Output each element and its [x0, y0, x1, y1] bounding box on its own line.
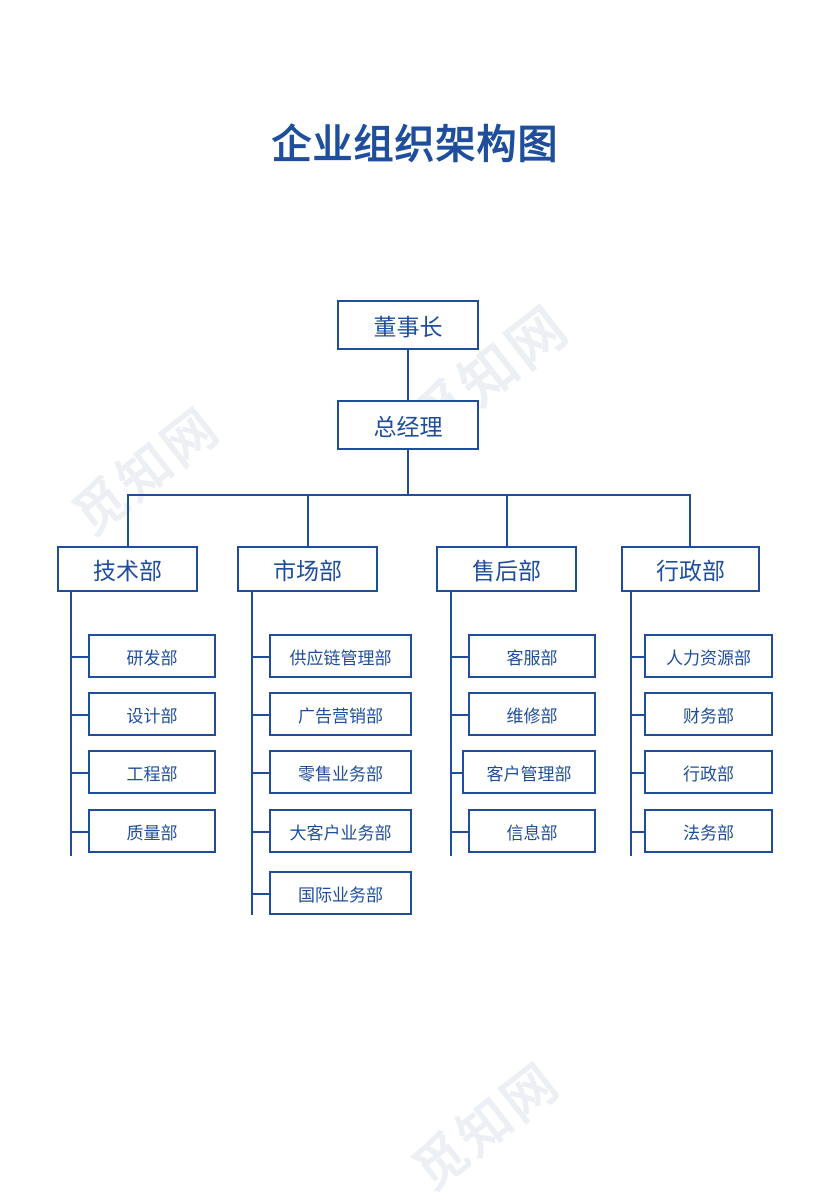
connector-admin-stub: [630, 714, 644, 716]
connector-admin-spine: [630, 592, 632, 856]
node-tech-child[interactable]: 工程部: [88, 750, 216, 794]
connector-market-stub: [251, 656, 269, 658]
connector-aftersales-stub: [450, 831, 468, 833]
node-market-child[interactable]: 广告营销部: [269, 692, 412, 736]
node-department-market[interactable]: 市场部: [237, 546, 378, 592]
node-market-child[interactable]: 零售业务部: [269, 750, 412, 794]
node-label: 工程部: [126, 764, 178, 785]
node-aftersales-child[interactable]: 客户管理部: [462, 750, 596, 794]
connector-tech-stub: [70, 714, 88, 716]
connector-aftersales-stub: [450, 656, 468, 658]
connector-market-stub: [251, 772, 269, 774]
node-label: 售后部: [472, 559, 541, 585]
node-aftersales-child[interactable]: 维修部: [468, 692, 596, 736]
node-department-admin[interactable]: 行政部: [621, 546, 760, 592]
node-label: 技术部: [93, 559, 162, 585]
node-department-aftersales[interactable]: 售后部: [436, 546, 577, 592]
node-market-child[interactable]: 国际业务部: [269, 871, 412, 915]
node-market-child[interactable]: 供应链管理部: [269, 634, 412, 678]
connector-market-stub: [251, 714, 269, 716]
node-label: 设计部: [126, 706, 178, 727]
connector-tech-spine: [70, 592, 72, 856]
node-label: 法务部: [683, 823, 734, 844]
connector-bus-to-aftersales: [506, 494, 508, 546]
node-admin-child[interactable]: 法务部: [644, 809, 773, 853]
node-label: 市场部: [273, 559, 342, 585]
node-label: 国际业务部: [298, 885, 383, 906]
node-admin-child[interactable]: 人力资源部: [644, 634, 773, 678]
node-department-tech[interactable]: 技术部: [57, 546, 198, 592]
connector-aftersales-stub: [450, 772, 468, 774]
connector-tech-stub: [70, 772, 88, 774]
node-label: 质量部: [126, 823, 178, 844]
node-general-manager[interactable]: 总经理: [337, 400, 479, 450]
node-label: 广告营销部: [298, 706, 383, 727]
node-label: 人力资源部: [666, 648, 751, 669]
node-label: 客服部: [506, 648, 558, 669]
connector-bus-to-market: [307, 494, 309, 546]
connector-aftersales-spine: [450, 592, 452, 856]
node-label: 供应链管理部: [289, 648, 392, 669]
connector-market-stub: [251, 831, 269, 833]
connector-tech-stub: [70, 831, 88, 833]
node-tech-child[interactable]: 设计部: [88, 692, 216, 736]
watermark: 觅知网: [403, 1052, 572, 1202]
connector-department-bus: [127, 494, 691, 496]
org-chart-page: 觅知网 觅知网 觅知网 企业组织架构图 董事长 总经理 技术部 市场部 售后部 …: [57, 122, 773, 1202]
node-label: 大客户业务部: [289, 823, 392, 844]
node-chairman[interactable]: 董事长: [337, 300, 479, 350]
node-label: 客户管理部: [486, 764, 572, 785]
connector-admin-stub: [630, 772, 644, 774]
node-label: 行政部: [683, 764, 734, 785]
node-admin-child[interactable]: 行政部: [644, 750, 773, 794]
node-tech-child[interactable]: 研发部: [88, 634, 216, 678]
node-aftersales-child[interactable]: 信息部: [468, 809, 596, 853]
connector-market-stub: [251, 893, 269, 895]
node-admin-child[interactable]: 财务部: [644, 692, 773, 736]
watermark: 觅知网: [63, 397, 232, 547]
connector-chairman-to-gm: [407, 350, 409, 400]
node-label: 研发部: [126, 648, 178, 669]
connector-market-spine: [251, 592, 253, 915]
connector-aftersales-stub: [450, 714, 468, 716]
node-label: 总经理: [373, 415, 443, 441]
node-label: 董事长: [373, 315, 443, 341]
node-tech-child[interactable]: 质量部: [88, 809, 216, 853]
connector-tech-stub: [70, 656, 88, 658]
connector-admin-stub: [630, 831, 644, 833]
connector-gm-to-bus: [407, 450, 409, 496]
node-label: 行政部: [656, 559, 725, 585]
connector-bus-to-admin: [689, 494, 691, 546]
node-label: 维修部: [506, 706, 558, 727]
node-label: 财务部: [683, 706, 734, 727]
page-title: 企业组织架构图: [271, 122, 559, 168]
node-market-child[interactable]: 大客户业务部: [269, 809, 412, 853]
connector-admin-stub: [630, 656, 644, 658]
node-aftersales-child[interactable]: 客服部: [468, 634, 596, 678]
connector-bus-to-tech: [127, 494, 129, 546]
node-label: 信息部: [506, 823, 558, 844]
node-label: 零售业务部: [298, 764, 383, 785]
